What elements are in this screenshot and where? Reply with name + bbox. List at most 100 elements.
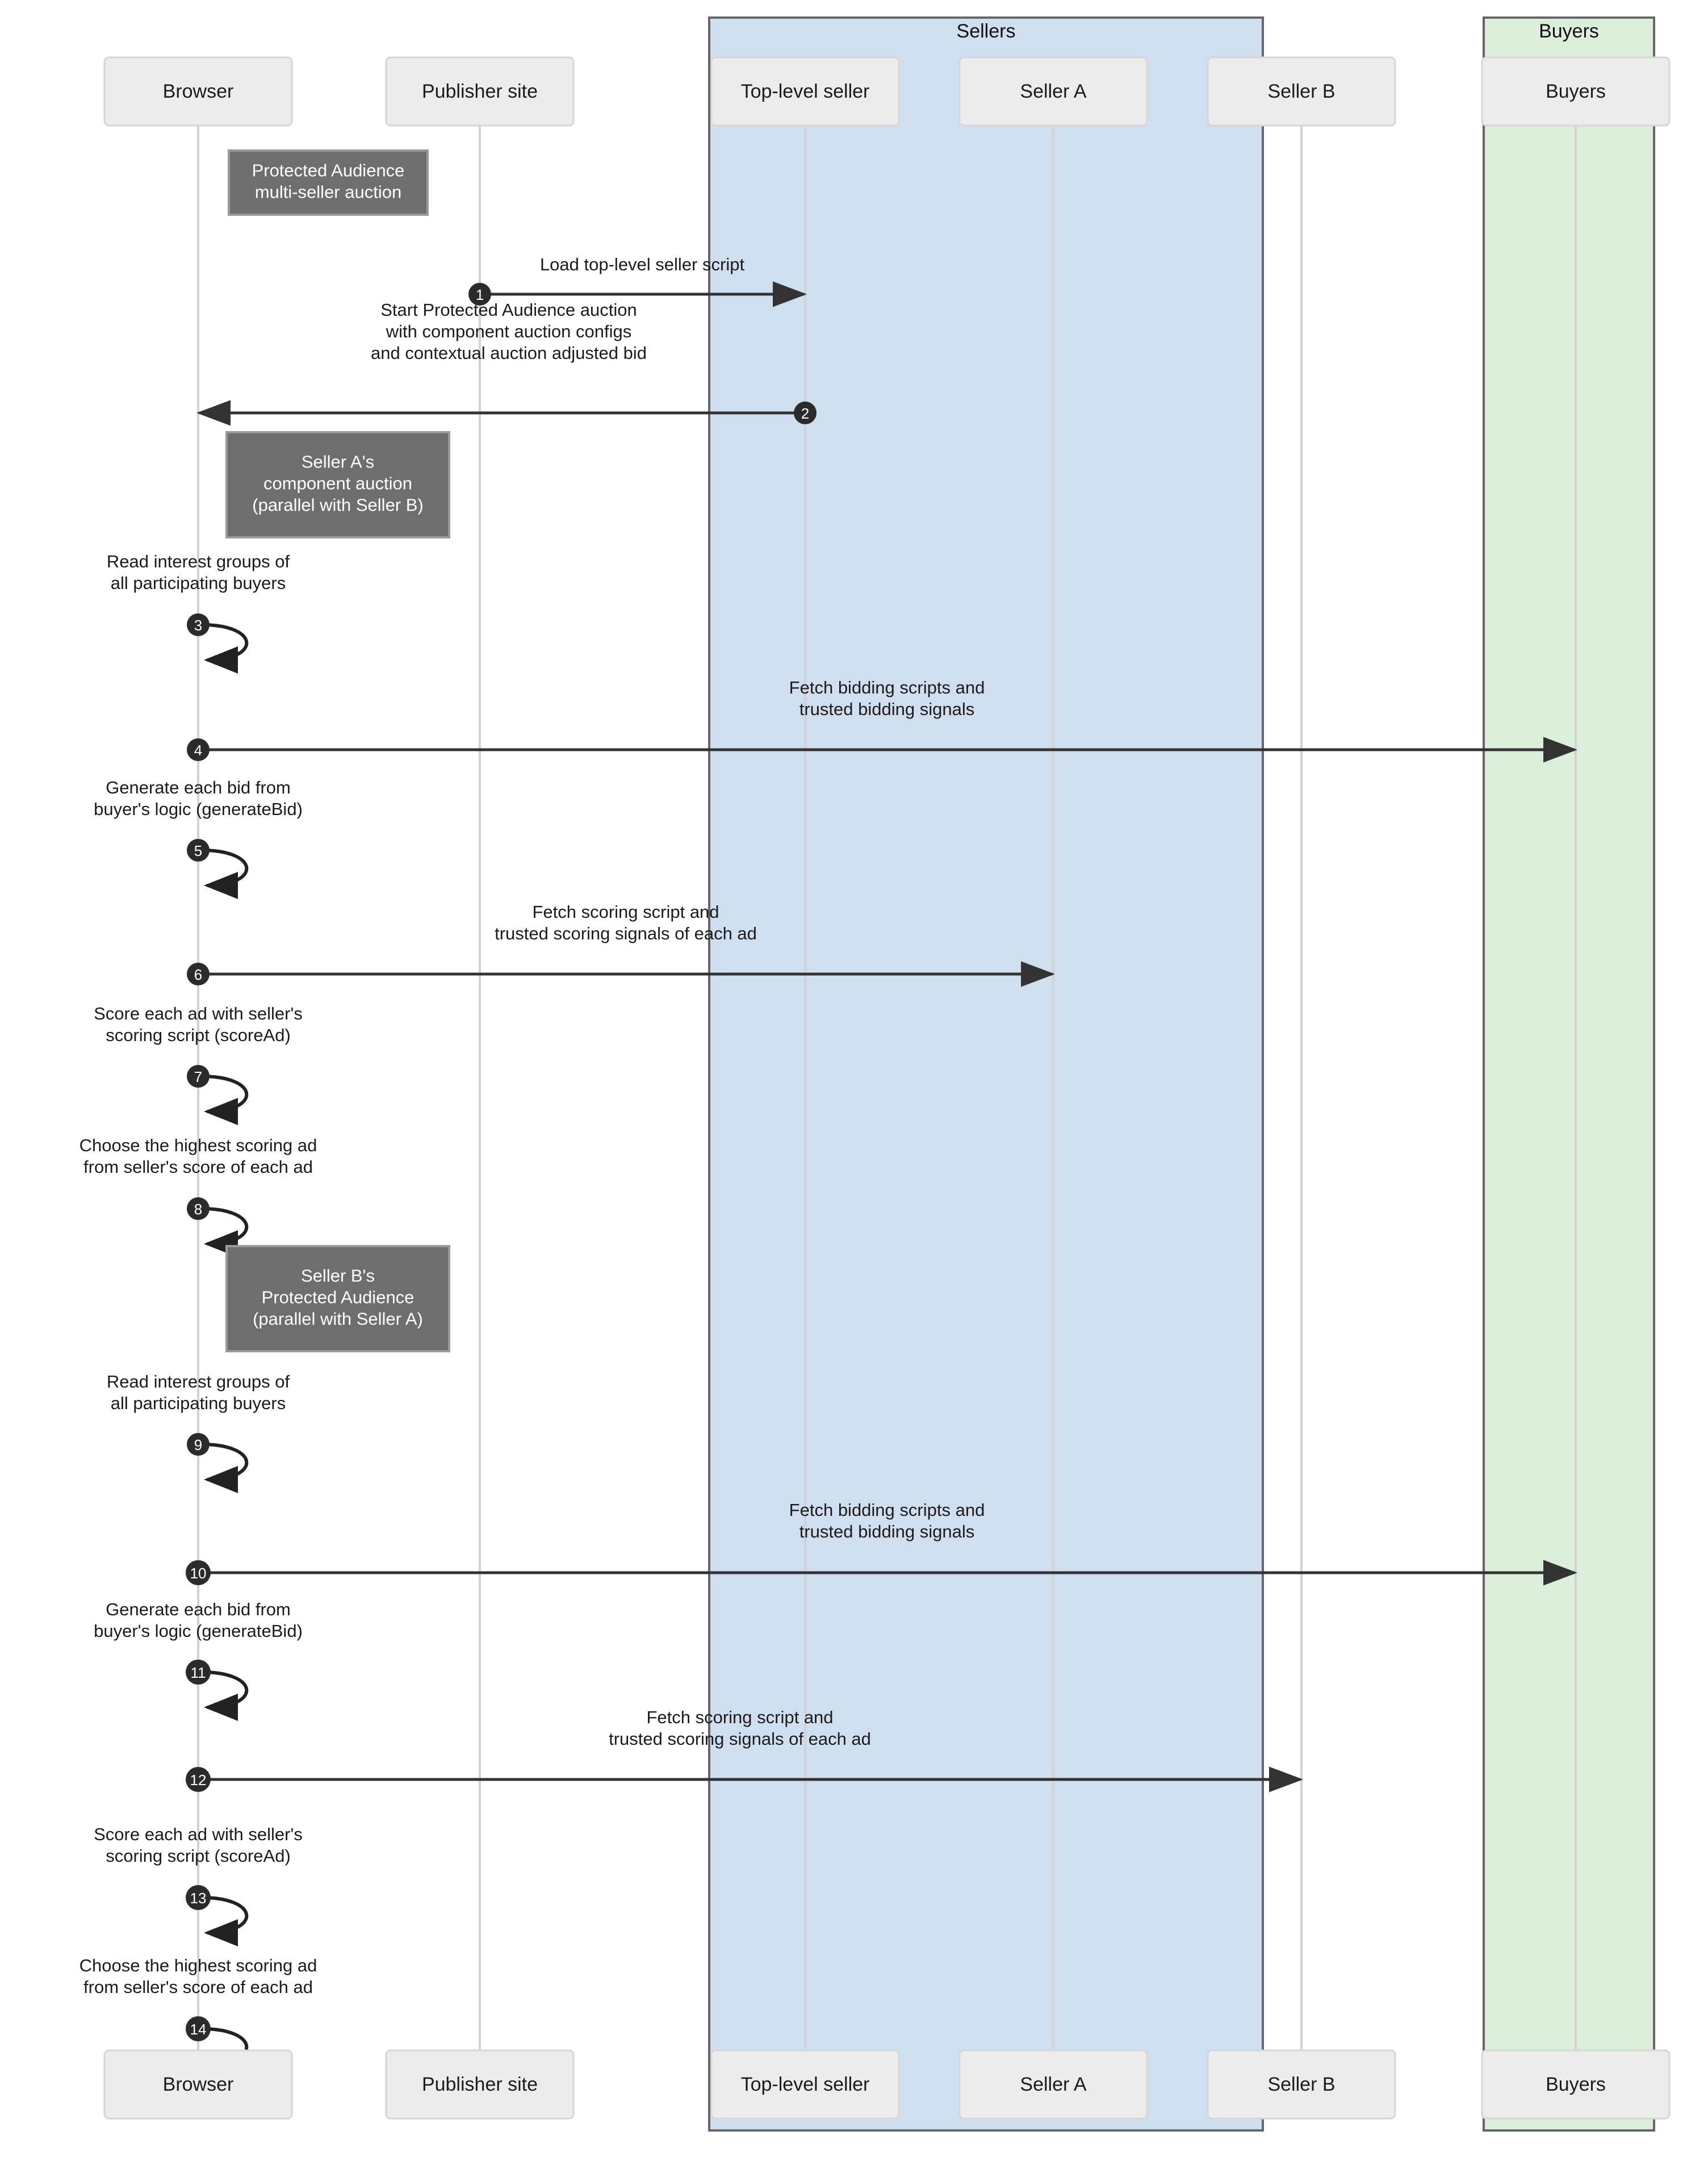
step-badge-4: 4 bbox=[187, 738, 210, 761]
participant-label-sellerb-footer: Seller B bbox=[1267, 2074, 1335, 2095]
participant-box-topseller-footer[interactable] bbox=[710, 2049, 900, 2120]
participant-header-topseller[interactable]: Top-level seller bbox=[710, 56, 900, 127]
participant-header-sellerb[interactable]: Seller B bbox=[1207, 56, 1396, 127]
participant-label-topseller-footer: Top-level seller bbox=[741, 2074, 870, 2095]
step-badge-circle-4 bbox=[187, 738, 210, 761]
step-badge-circle-11 bbox=[186, 1660, 211, 1685]
participant-box-browser-footer[interactable] bbox=[103, 2049, 293, 2120]
message-label-6-line-0: Fetch scoring script and bbox=[532, 902, 719, 922]
step-badge-number-10: 10 bbox=[190, 1565, 207, 1582]
step-badge-number-12: 12 bbox=[190, 1771, 207, 1789]
participant-box-topseller-header[interactable] bbox=[710, 56, 900, 127]
self-message-arc-3 bbox=[201, 623, 249, 674]
step-badge-2: 2 bbox=[794, 402, 817, 424]
lifelines bbox=[197, 126, 1577, 2050]
step-badge-7: 7 bbox=[187, 1065, 210, 1088]
participant-box-browser-header[interactable] bbox=[103, 56, 293, 127]
step-badge-5: 5 bbox=[187, 839, 210, 862]
participant-header-buyers[interactable]: Buyers bbox=[1481, 56, 1671, 127]
self-message-arc-5 bbox=[201, 849, 249, 899]
message-label-8-line-0: Choose the highest scoring ad bbox=[79, 1135, 317, 1155]
step-badge-circle-3 bbox=[187, 613, 210, 636]
message-label-13-line-1: scoring script (scoreAd) bbox=[106, 1846, 291, 1866]
message-label-12-line-0: Fetch scoring script and bbox=[646, 1707, 833, 1727]
step-badge-circle-9 bbox=[187, 1433, 210, 1456]
step-badge-9: 9 bbox=[187, 1433, 210, 1456]
note-seller-a-component-auction-line-1: component auction bbox=[263, 474, 412, 494]
message-label-11-line-1: buyer's logic (generateBid) bbox=[94, 1621, 303, 1641]
note-seller-a-component-auction-line-0: Seller A's bbox=[302, 452, 374, 472]
participant-box-sellerb-footer[interactable] bbox=[1207, 2049, 1396, 2120]
self-message-arc-9 bbox=[201, 1443, 249, 1493]
participant-box-sellera-footer[interactable] bbox=[958, 2049, 1148, 2120]
participant-box-publisher-footer[interactable] bbox=[385, 2049, 575, 2120]
note-multi-seller-auction-line-1: multi-seller auction bbox=[255, 182, 401, 202]
step-badge-circle-13 bbox=[186, 1885, 211, 1910]
message-1-load-top-level-seller-script: Load top-level seller script 1 bbox=[468, 254, 807, 307]
step-badge-circle-6 bbox=[187, 963, 210, 985]
message-label-4-line-0: Fetch bidding scripts and bbox=[789, 678, 985, 697]
participant-footer-topseller[interactable]: Top-level seller bbox=[710, 2049, 900, 2120]
self-message-arc-8 bbox=[201, 1207, 249, 1257]
message-label-14-line-1: from seller's score of each ad bbox=[83, 1977, 313, 1997]
participant-header-browser[interactable]: Browser bbox=[103, 56, 293, 127]
participant-header-sellera[interactable]: Seller A bbox=[958, 56, 1148, 127]
participant-box-buyers-header[interactable] bbox=[1481, 56, 1671, 127]
step-badge-circle-7 bbox=[187, 1065, 210, 1088]
step-badge-11: 11 bbox=[186, 1660, 211, 1685]
participant-footer-buyers[interactable]: Buyers bbox=[1481, 2049, 1671, 2120]
message-label-1-line-0: Load top-level seller script bbox=[540, 254, 745, 274]
message-label-3-line-1: all participating buyers bbox=[111, 573, 286, 593]
message-label-2-line-2: and contextual auction adjusted bid bbox=[371, 343, 647, 363]
step-badge-number-6: 6 bbox=[194, 966, 202, 983]
note-seller-b-protected-audience-line-2: (parallel with Seller A) bbox=[253, 1309, 423, 1329]
participant-box-publisher-header[interactable] bbox=[385, 56, 575, 127]
message-label-11-line-0: Generate each bid from bbox=[106, 1599, 291, 1619]
step-badge-circle-14 bbox=[186, 2016, 211, 2041]
participant-box-buyers-footer[interactable] bbox=[1481, 2049, 1671, 2120]
message-label-12-line-1: trusted scoring signals of each ad bbox=[609, 1729, 871, 1749]
message-label-5-line-0: Generate each bid from bbox=[106, 778, 291, 797]
message-label-3-line-0: Read interest groups of bbox=[107, 551, 290, 571]
message-label-9-line-1: all participating buyers bbox=[111, 1393, 286, 1413]
step-badge-number-8: 8 bbox=[194, 1201, 202, 1218]
step-badge-number-11: 11 bbox=[191, 1664, 206, 1681]
step-badge-number-1: 1 bbox=[476, 286, 484, 303]
participant-header-publisher[interactable]: Publisher site bbox=[385, 56, 575, 127]
group-label-buyers: Buyers bbox=[1539, 20, 1599, 42]
message-label-7-line-0: Score each ad with seller's bbox=[94, 1004, 303, 1023]
participant-label-topseller-header: Top-level seller bbox=[741, 81, 870, 102]
participant-label-buyers-footer: Buyers bbox=[1546, 2074, 1606, 2095]
group-label-sellers: Sellers bbox=[957, 20, 1016, 42]
group-rect-buyers bbox=[1483, 16, 1655, 2132]
message-label-13-line-0: Score each ad with seller's bbox=[94, 1824, 303, 1844]
message-label-10-line-1: trusted bidding signals bbox=[799, 1522, 974, 1541]
step-badge-number-3: 3 bbox=[194, 617, 202, 634]
note-seller-a-component-auction-line-2: (parallel with Seller B) bbox=[252, 495, 424, 515]
message-label-2-line-1: with component auction configs bbox=[386, 321, 632, 341]
participant-box-sellera-header[interactable] bbox=[958, 56, 1148, 127]
participant-footer-browser[interactable]: Browser bbox=[103, 2049, 293, 2120]
step-badge-number-9: 9 bbox=[194, 1436, 202, 1453]
message-label-6-line-1: trusted scoring signals of each ad bbox=[495, 924, 757, 943]
note-seller-b-protected-audience-rect bbox=[225, 1245, 450, 1352]
participant-footer-sellera[interactable]: Seller A bbox=[958, 2049, 1148, 2120]
step-badge-circle-2 bbox=[794, 402, 817, 424]
participant-footer-sellerb[interactable]: Seller B bbox=[1207, 2049, 1396, 2120]
participant-footer-publisher[interactable]: Publisher site bbox=[385, 2049, 575, 2120]
step-badge-circle-5 bbox=[187, 839, 210, 862]
step-badge-number-2: 2 bbox=[801, 405, 809, 422]
participant-box-sellerb-header[interactable] bbox=[1207, 56, 1396, 127]
participant-label-sellera-footer: Seller A bbox=[1020, 2074, 1086, 2095]
